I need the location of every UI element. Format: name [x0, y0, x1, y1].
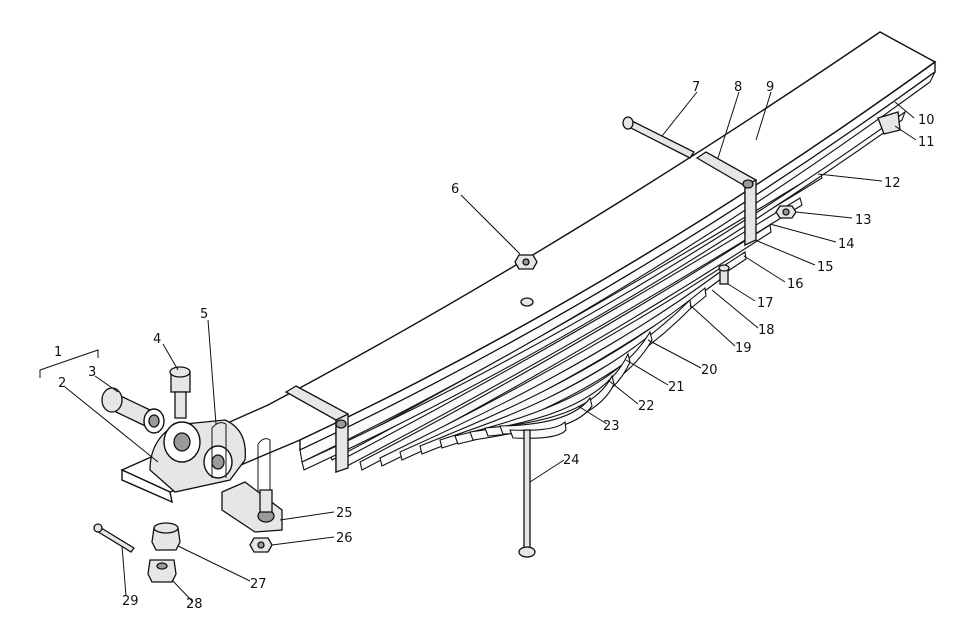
callout-24: 24	[563, 453, 580, 468]
callout-22: 22	[638, 399, 655, 414]
front-eye-bracket	[149, 419, 246, 493]
front-clamp	[284, 385, 349, 473]
callout-28: 28	[186, 597, 203, 612]
callout-19: 19	[735, 341, 752, 356]
nut-26	[249, 537, 273, 553]
callout-25: 25	[336, 506, 353, 521]
front-bolt	[169, 366, 191, 419]
callout-18: 18	[758, 323, 775, 338]
callout-15: 15	[817, 260, 834, 275]
callout-16: 16	[787, 277, 804, 292]
callout-6: 6	[451, 182, 459, 197]
nut-6	[514, 254, 538, 270]
leader-lines	[64, 91, 917, 603]
callout-20: 20	[701, 363, 718, 378]
long-bolt-24	[518, 429, 536, 558]
rear-clamp-bolt	[622, 116, 695, 159]
callout-27: 27	[250, 577, 267, 592]
callout-10: 10	[918, 113, 935, 128]
callout-23: 23	[603, 419, 620, 434]
group-bracket-1	[39, 349, 99, 378]
callout-13: 13	[855, 213, 872, 228]
castle-nut-27	[151, 522, 181, 551]
callout-26: 26	[336, 531, 353, 546]
callout-4: 4	[153, 332, 161, 347]
callout-17: 17	[757, 296, 774, 311]
callout-21: 21	[668, 380, 685, 395]
rear-clamp	[695, 151, 757, 247]
rear-end-lug	[877, 111, 901, 135]
callout-5: 5	[200, 307, 208, 322]
callout-11: 11	[918, 135, 935, 150]
cotter-pin-29	[93, 523, 135, 553]
spring-leaves-stack	[329, 171, 823, 471]
bushing	[101, 387, 165, 434]
callout-1: 1	[54, 345, 62, 360]
callout-3: 3	[88, 365, 96, 380]
center-bolt-head	[520, 297, 534, 307]
callout-14: 14	[838, 237, 855, 252]
bolt-17	[718, 264, 730, 285]
callout-12: 12	[884, 176, 901, 191]
callout-29: 29	[122, 594, 139, 609]
callout-8: 8	[734, 80, 742, 95]
callout-7: 7	[692, 80, 700, 95]
lower-bracket	[221, 481, 283, 533]
castle-nut-28	[147, 559, 177, 583]
nut-13	[775, 205, 797, 219]
callout-labels: 1 2 3 4 5 6 7 8 9 10 11 12 13 14 15 16 1…	[54, 80, 935, 612]
callout-9: 9	[766, 80, 774, 95]
callout-2: 2	[58, 376, 66, 391]
